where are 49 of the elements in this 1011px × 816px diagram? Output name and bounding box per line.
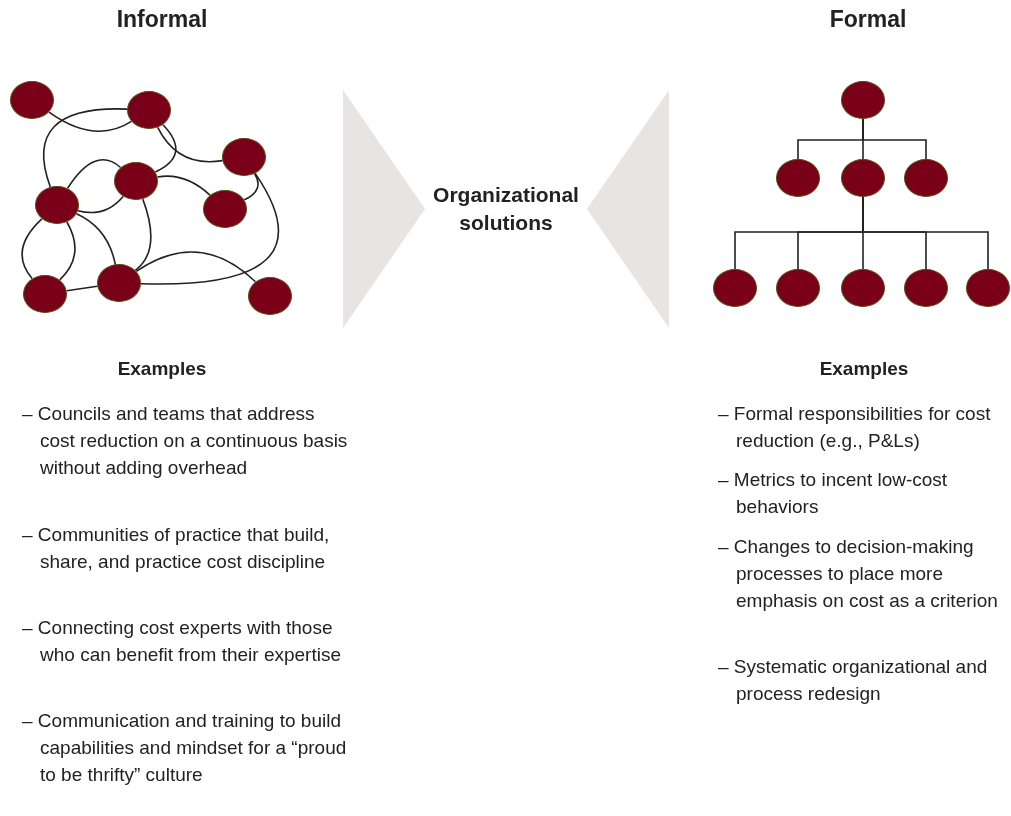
- curved-connector: [42, 108, 128, 188]
- curved-connector: [66, 159, 122, 190]
- bullet-text: – Communication and training to build capabilities and mindset for a “proud to be thrifty” culture: [22, 709, 348, 787]
- network-node-circle: [23, 275, 67, 313]
- hierarchy-node-circle: [841, 159, 885, 197]
- network-node-circle: [10, 81, 54, 119]
- curved-connector: [59, 221, 76, 281]
- bullet-text: – Systematic organizational and process redesign: [718, 655, 989, 706]
- chevron-arrow: [343, 90, 425, 328]
- curved-connector: [77, 195, 124, 214]
- network-node-circle: [114, 162, 158, 200]
- curved-connector: [156, 126, 224, 163]
- bullet-text: – Formal responsibilities for cost reduction (e.g., P&Ls): [718, 402, 992, 453]
- bullet-text: – Councils and teams that address cost reduction on a continuous basis without adding overhead: [22, 402, 349, 480]
- hierarchy-node-circle: [713, 269, 757, 307]
- bullet-text: – Metrics to incent low-cost behaviors: [718, 468, 949, 519]
- curved-connector: [48, 111, 133, 133]
- curved-connector: [156, 175, 211, 196]
- network-node-circle: [127, 91, 171, 129]
- section-heading: Informal: [115, 6, 209, 33]
- hierarchy-node-circle: [841, 81, 885, 119]
- hierarchy-node-circle: [904, 159, 948, 197]
- section-heading: Formal: [828, 6, 908, 33]
- subheading: Examples: [116, 358, 208, 380]
- hierarchy-node-circle: [776, 269, 820, 307]
- network-node-circle: [248, 277, 292, 315]
- chevron-arrow: [587, 90, 669, 328]
- curved-connector: [135, 251, 257, 283]
- org-chart-connector: [862, 118, 927, 160]
- hierarchy-node-circle: [904, 269, 948, 307]
- curved-connector: [75, 213, 117, 266]
- network-node-circle: [97, 264, 141, 302]
- curved-connector: [243, 172, 259, 201]
- hierarchy-node-circle: [966, 269, 1010, 307]
- bullet-text: – Changes to decision-making processes to place more emphasis on cost as a criterion: [718, 535, 999, 613]
- subheading: Examples: [818, 358, 910, 380]
- bullet-text: – Communities of practice that build, share, and practice cost discipline: [22, 523, 331, 574]
- curved-connector: [140, 172, 279, 285]
- curved-connector: [154, 123, 177, 173]
- node-text: Organizational solutions: [423, 180, 589, 238]
- bullet-text: – Connecting cost experts with those who can benefit from their expertise: [22, 616, 342, 667]
- curved-connector: [21, 218, 43, 280]
- hierarchy-node-circle: [776, 159, 820, 197]
- hierarchy-node-circle: [841, 269, 885, 307]
- network-node-circle: [222, 138, 266, 176]
- curved-connector: [65, 285, 99, 292]
- network-node-circle: [203, 190, 247, 228]
- network-node-circle: [35, 186, 79, 224]
- curved-connector: [134, 198, 152, 272]
